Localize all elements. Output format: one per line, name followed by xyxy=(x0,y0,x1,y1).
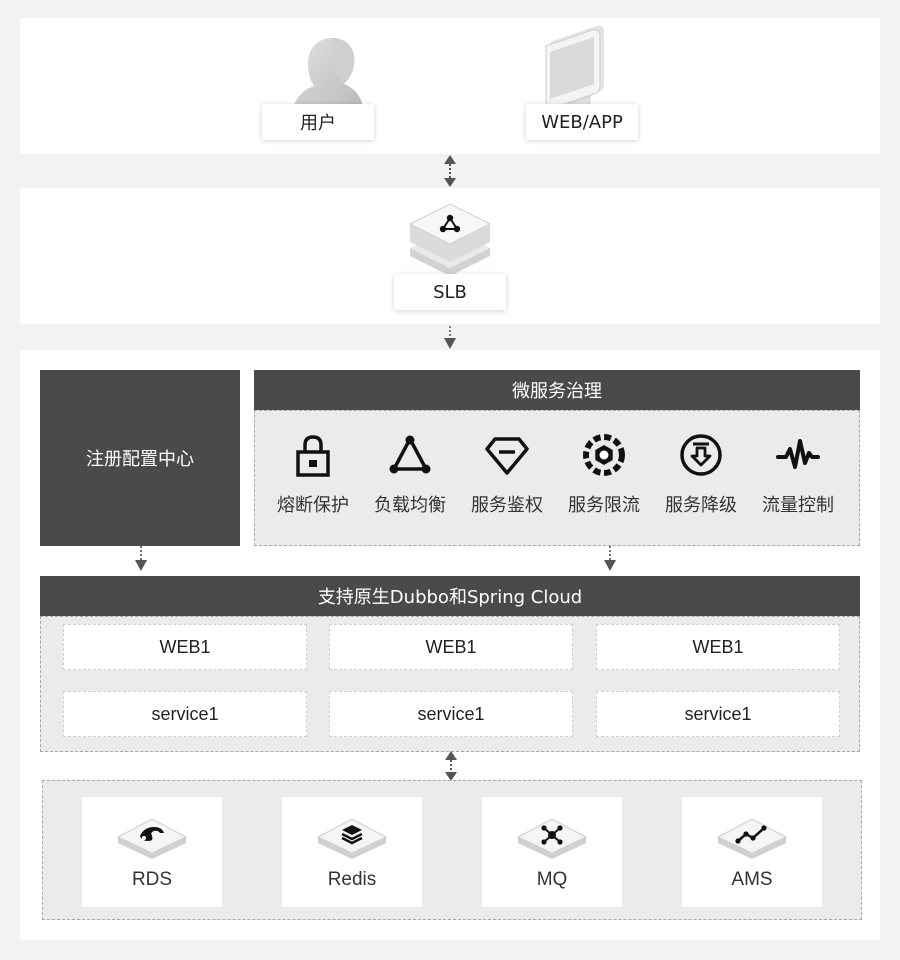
governance-item-label: 服务限流 xyxy=(568,495,640,516)
governance-item-degrade: 服务降级 xyxy=(656,433,746,517)
bidirectional-arrow-icon xyxy=(443,750,459,782)
framework-title: 支持原生Dubbo和Spring Cloud xyxy=(40,576,860,616)
governance-item-label: 服务鉴权 xyxy=(471,495,543,516)
gem-icon xyxy=(485,437,529,475)
governance-item-rate-limit: 服务限流 xyxy=(559,433,649,517)
governance-item-label: 熔断保护 xyxy=(277,495,349,516)
data-store-mq: MQ xyxy=(482,797,622,907)
web-node: WEB1 xyxy=(596,624,840,670)
bidirectional-arrow-icon xyxy=(442,154,458,188)
data-store-redis: Redis xyxy=(282,797,422,907)
gear-ring-icon xyxy=(583,434,625,476)
web-node: WEB1 xyxy=(329,624,573,670)
governance-item-label: 服务降级 xyxy=(665,495,737,516)
pulse-icon xyxy=(776,439,820,469)
person-silhouette-icon xyxy=(290,38,366,122)
stack-icon xyxy=(316,818,388,859)
data-store-label: AMS xyxy=(731,869,773,890)
client-layer-panel: 用户 WEB/APP xyxy=(20,18,880,154)
download-circle-icon xyxy=(680,434,722,476)
framework-area: WEB1 WEB1 WEB1 service1 service1 service… xyxy=(40,616,860,752)
governance-item-auth: 服务鉴权 xyxy=(462,433,552,517)
load-balancer-icon xyxy=(408,203,492,276)
slb-label: SLB xyxy=(394,274,506,310)
hub-icon xyxy=(516,818,588,859)
web-node: WEB1 xyxy=(63,624,307,670)
data-store-label: RDS xyxy=(131,869,173,890)
trend-line-icon xyxy=(716,818,788,859)
service-node: service1 xyxy=(63,691,307,737)
slb-layer-panel: SLB xyxy=(20,188,880,324)
down-arrow-icon xyxy=(602,546,618,572)
service-node: service1 xyxy=(596,691,840,737)
governance-item-label: 流量控制 xyxy=(762,495,834,516)
monitor-icon xyxy=(545,25,604,120)
data-store-rds: RDS xyxy=(82,797,222,907)
data-store-area: RDS Redis MQ xyxy=(42,780,862,920)
client-label: WEB/APP xyxy=(526,104,638,140)
down-arrow-icon xyxy=(133,546,149,572)
governance-item-load-balancing: 负载均衡 xyxy=(365,433,455,517)
governance-item-circuit-breaker: 熔断保护 xyxy=(268,433,358,517)
data-store-label: Redis xyxy=(327,869,377,890)
service-node: service1 xyxy=(329,691,573,737)
dolphin-icon xyxy=(116,818,188,859)
down-arrow-icon xyxy=(442,326,458,350)
service-layer-panel: 注册配置中心 微服务治理 熔断保护 负载均衡 xyxy=(20,350,880,940)
data-store-ams: AMS xyxy=(682,797,822,907)
lock-icon xyxy=(296,435,330,477)
data-store-label: MQ xyxy=(536,869,568,890)
governance-item-traffic-control: 流量控制 xyxy=(753,433,843,517)
registry-config-center: 注册配置中心 xyxy=(40,370,240,546)
governance-item-label: 负载均衡 xyxy=(374,495,446,516)
triangle-network-icon xyxy=(389,435,431,474)
user-label: 用户 xyxy=(262,104,374,140)
governance-area: 熔断保护 负载均衡 服务鉴权 xyxy=(254,410,860,546)
governance-title: 微服务治理 xyxy=(254,370,860,410)
